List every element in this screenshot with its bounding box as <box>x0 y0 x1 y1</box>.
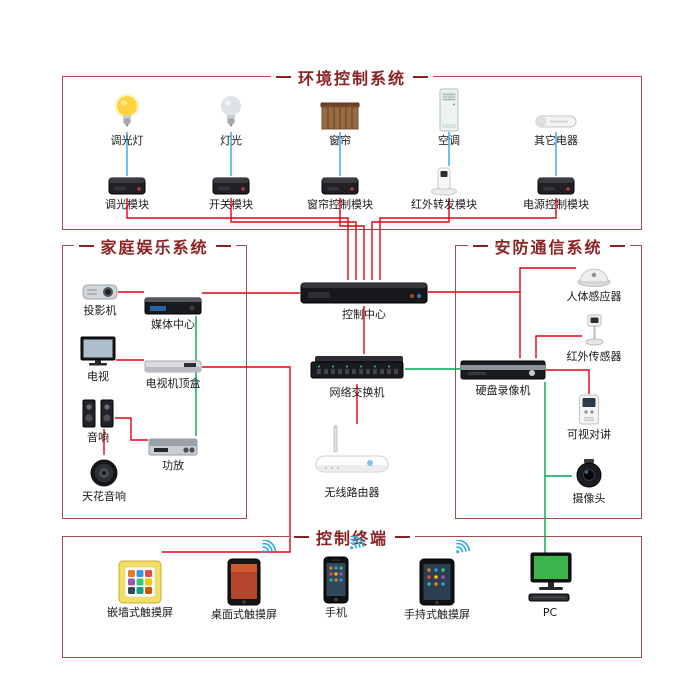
camera-icon <box>572 458 606 490</box>
device-label: 天花音响 <box>82 490 126 503</box>
device-label: 电源控制模块 <box>523 198 589 211</box>
device-media-center: 媒体中心 <box>131 294 215 332</box>
device-label: 无线路由器 <box>324 486 380 499</box>
device-label: 桌面式触摸屏 <box>211 608 277 621</box>
device-label: 灯光 <box>220 134 242 147</box>
device-label: 开关模块 <box>209 198 253 211</box>
device-other-appliances: 其它电器 <box>511 112 601 148</box>
appliance-icon <box>534 112 578 132</box>
device-speakers: 音响 <box>56 398 140 445</box>
dimmer-module-icon <box>108 176 146 196</box>
projector-icon <box>82 282 118 302</box>
mobile-phone-icon <box>323 556 349 604</box>
device-label: 网络交换机 <box>329 386 385 399</box>
device-ceiling-speaker: 天花音响 <box>62 458 146 504</box>
device-control-center: 控制中心 <box>294 280 434 322</box>
device-curtain: 窗帘 <box>295 102 385 148</box>
amplifier-icon <box>148 436 198 457</box>
device-label: 红外转发模块 <box>411 198 477 211</box>
device-label: 可视对讲 <box>567 428 611 441</box>
dvr-icon <box>460 358 546 382</box>
wall-touchscreen-icon <box>118 560 162 604</box>
wifi-icon <box>256 539 277 558</box>
device-tv-set-top-box: 电视机顶盒 <box>131 358 215 391</box>
video-intercom-icon <box>577 394 601 426</box>
device-label: 人体感应器 <box>566 290 622 303</box>
device-label: 空调 <box>438 134 460 147</box>
air-conditioner-icon <box>438 88 460 132</box>
body-sensor-icon <box>576 264 612 288</box>
control-center-icon <box>300 280 428 306</box>
device-dimmer-light: 调光灯 <box>82 92 172 148</box>
device-network-switch: 网络交换机 <box>309 354 405 400</box>
device-label: 调光模块 <box>105 198 149 211</box>
section-terminal-title: 控制终端 <box>288 525 416 549</box>
device-label: 手持式触摸屏 <box>404 608 470 621</box>
wireless-router-icon <box>310 424 394 484</box>
device-label: 电视 <box>87 370 109 383</box>
device-label: 窗帘控制模块 <box>307 198 373 211</box>
device-tv: 电视 <box>56 336 140 384</box>
power-module-icon <box>537 176 575 196</box>
device-ir-sensor: 红外传感器 <box>549 314 639 364</box>
wifi-icon <box>344 535 365 554</box>
network-switch-icon <box>309 354 405 384</box>
device-desktop-touchscreen: 桌面式触摸屏 <box>196 558 292 622</box>
wifi-icon <box>450 539 471 558</box>
ceiling-speaker-icon <box>89 458 119 488</box>
desktop-touchscreen-icon <box>227 558 261 606</box>
handheld-touchscreen-icon <box>419 558 455 606</box>
device-power-control-module: 电源控制模块 <box>506 176 606 212</box>
media-center-icon <box>144 294 202 316</box>
device-light: 灯光 <box>186 92 276 148</box>
device-label: 窗帘 <box>329 134 351 147</box>
device-label: 手机 <box>325 606 347 619</box>
set-top-box-icon <box>144 358 202 375</box>
section-security-title: 安防通信系统 <box>467 234 630 258</box>
device-label: 嵌墙式触摸屏 <box>107 606 173 619</box>
device-label: 其它电器 <box>534 134 578 147</box>
device-dvr: 硬盘录像机 <box>453 358 553 398</box>
device-wireless-router: 无线路由器 <box>297 424 407 500</box>
speakers-icon <box>81 398 115 429</box>
device-label: 控制中心 <box>342 308 386 321</box>
device-handheld-touchscreen: 手持式触摸屏 <box>389 558 485 622</box>
device-label: 调光灯 <box>110 134 144 147</box>
section-entertainment-title: 家庭娱乐系统 <box>73 234 236 258</box>
device-ir-forward-module: 红外转发模块 <box>394 166 494 212</box>
device-video-intercom: 可视对讲 <box>544 394 634 442</box>
pc-icon <box>522 552 578 604</box>
light-bulb-icon <box>213 92 249 132</box>
tv-icon <box>80 336 116 368</box>
switch-module-icon <box>212 176 250 196</box>
device-label: 音响 <box>87 431 109 444</box>
device-body-sensor: 人体感应器 <box>549 264 639 304</box>
device-projector: 投影机 <box>58 282 142 318</box>
device-camera: 摄像头 <box>544 458 634 506</box>
device-dimmer-module: 调光模块 <box>77 176 177 212</box>
device-mobile-phone: 手机 <box>288 556 384 620</box>
device-label: 红外传感器 <box>566 350 622 363</box>
device-air-conditioner: 空调 <box>404 88 494 148</box>
device-curtain-control-module: 窗帘控制模块 <box>290 176 390 212</box>
device-label: PC <box>542 606 558 619</box>
curtain-icon <box>320 102 360 132</box>
device-label: 媒体中心 <box>151 318 195 331</box>
device-wall-touchscreen: 嵌墙式触摸屏 <box>92 560 188 620</box>
curtain-module-icon <box>321 176 359 196</box>
device-label: 硬盘录像机 <box>475 384 531 397</box>
device-switch-module: 开关模块 <box>181 176 281 212</box>
device-label: 电视机顶盒 <box>145 377 201 390</box>
ir-forward-module-icon <box>430 166 458 196</box>
section-environment-title: 环境控制系统 <box>270 65 434 89</box>
dimmer-light-icon <box>109 92 145 132</box>
device-pc: PC <box>502 552 598 620</box>
device-label: 功放 <box>162 459 184 472</box>
device-label: 摄像头 <box>572 492 606 505</box>
device-label: 投影机 <box>83 304 117 317</box>
ir-sensor-icon <box>582 314 606 348</box>
